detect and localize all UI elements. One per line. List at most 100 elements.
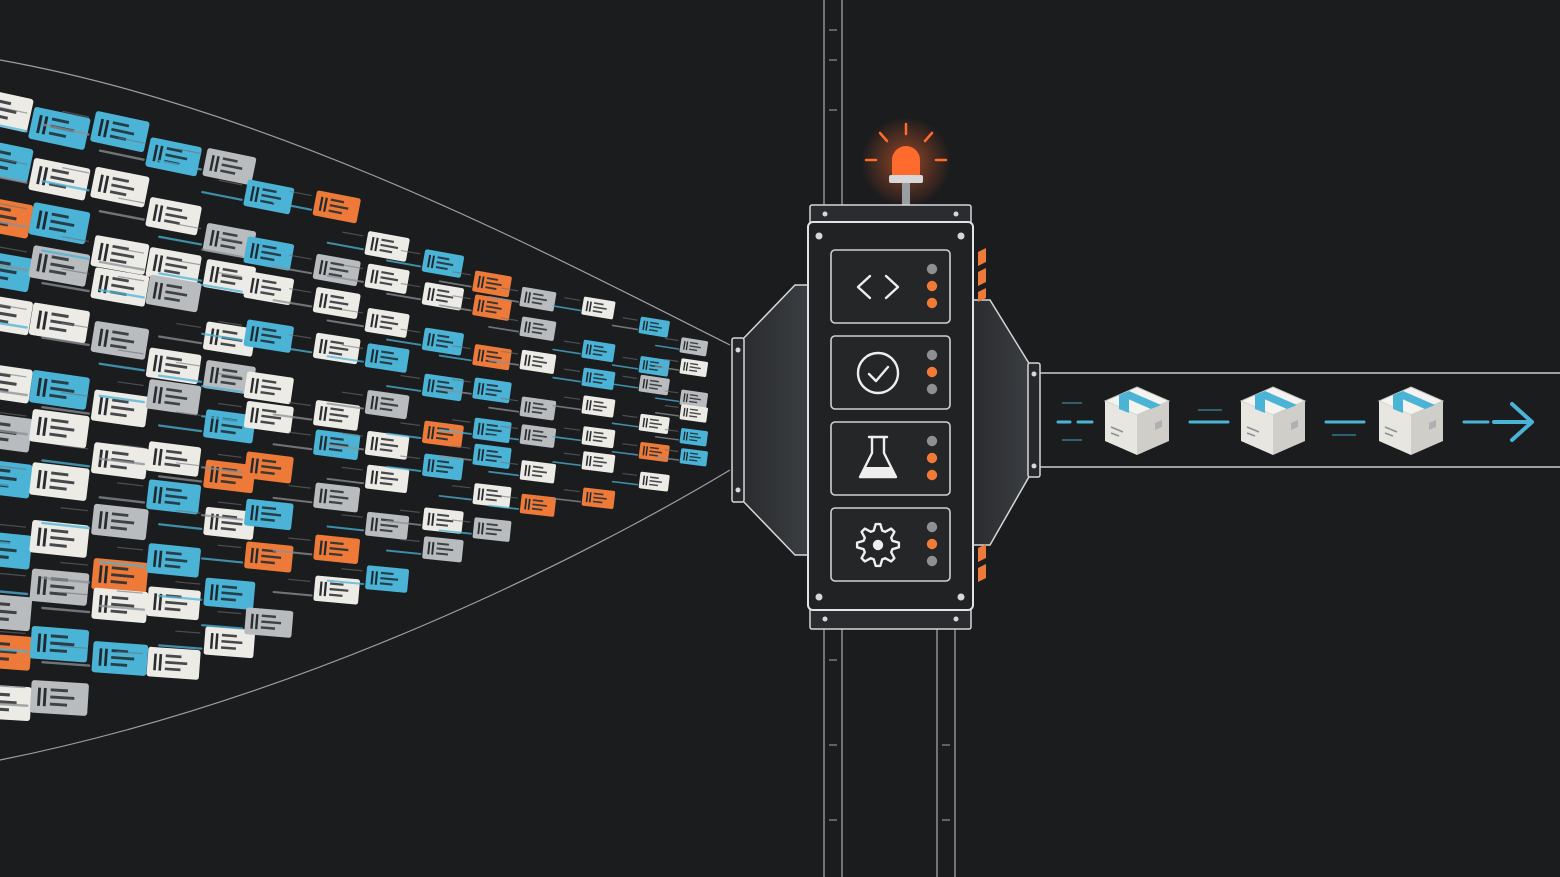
document-card-icon (201, 371, 294, 405)
document-card-icon (438, 517, 512, 542)
document-card-icon (488, 493, 556, 517)
document-card-icon (552, 296, 616, 320)
document-card-icon (201, 319, 294, 353)
document-card-icon (41, 503, 149, 541)
document-card-icon (488, 460, 557, 484)
document-card-icon (158, 223, 257, 260)
status-led (926, 538, 938, 550)
arrow-right-icon (1492, 402, 1534, 442)
document-card-icon (0, 409, 90, 449)
document-card-icon (654, 358, 709, 378)
document-card-icon (201, 541, 294, 573)
document-card-icon (0, 625, 90, 663)
document-card-icon (201, 179, 295, 215)
document-card-icon (488, 316, 557, 341)
document-card-icon (385, 507, 464, 534)
document-card-icon (0, 361, 33, 404)
document-card-icon (326, 343, 410, 373)
document-card-icon (272, 429, 361, 460)
status-led (926, 280, 938, 292)
document-card-icon (552, 339, 616, 363)
document-card-icon (488, 286, 557, 312)
document-card-icon (0, 683, 32, 722)
document-card-icon (488, 349, 557, 374)
document-card-icon (438, 294, 512, 321)
document-card-icon (272, 400, 361, 431)
document-card-icon (272, 482, 361, 513)
document-card-icon (41, 587, 149, 624)
status-led (926, 555, 938, 567)
document-card-icon (552, 451, 616, 473)
document-card-icon (0, 530, 33, 570)
check-circle-icon (856, 351, 900, 395)
status-led (926, 297, 938, 309)
document-card-icon (0, 462, 90, 501)
stage-panel (830, 421, 951, 496)
document-card-icon (98, 479, 202, 515)
left-intake-housing (731, 284, 809, 556)
alarm-beacon-icon (861, 117, 951, 207)
status-led (926, 435, 938, 447)
document-card-icon (0, 249, 34, 293)
document-card-icon (0, 519, 90, 558)
document-card-icon (41, 110, 150, 153)
document-card-icon (438, 483, 512, 508)
document-card-icon (41, 166, 150, 208)
gear-icon (855, 522, 901, 568)
document-card-icon (611, 413, 670, 434)
document-card-icon (272, 190, 361, 224)
document-card-icon (201, 607, 294, 638)
document-card-icon (41, 558, 149, 594)
document-card-icon (0, 680, 89, 716)
document-card-icon (438, 344, 512, 371)
stage-panel (830, 335, 951, 410)
document-card-icon (0, 202, 91, 245)
stage-panel (830, 507, 951, 582)
document-card-icon (158, 577, 256, 610)
document-card-icon (41, 321, 150, 360)
document-card-icon (326, 390, 410, 420)
document-card-icon (611, 374, 670, 396)
output-packages (1103, 386, 1445, 455)
code-brackets-icon (856, 274, 900, 300)
document-card-icon (0, 158, 91, 201)
document-card-icon (201, 271, 295, 306)
processing-machine (807, 204, 986, 630)
document-card-icon (200, 451, 294, 484)
document-card-icon (654, 404, 709, 423)
document-card-icon (385, 327, 464, 356)
document-card-icon (98, 274, 202, 313)
funnel-guides (0, 59, 731, 761)
document-card-icon (326, 464, 410, 494)
document-card-icon (385, 373, 464, 402)
document-card-icon (654, 448, 708, 467)
document-card-icon (385, 453, 464, 481)
status-led (926, 263, 938, 275)
document-card-icon (158, 148, 257, 185)
status-led (926, 452, 938, 464)
package-box-icon (1377, 386, 1445, 455)
document-card-icon (201, 401, 294, 434)
document-card-icon (0, 292, 33, 336)
document-card-icon (0, 411, 33, 453)
document-card-icon (98, 646, 201, 680)
document-card-icon (552, 395, 616, 418)
document-card-icon (98, 379, 202, 416)
document-card-icon (41, 389, 149, 428)
document-card-icon (98, 247, 202, 285)
document-card-icon (0, 370, 90, 410)
input-stream (0, 87, 709, 722)
document-card-icon (272, 575, 360, 605)
document-card-icon (41, 235, 150, 275)
status-led (926, 366, 938, 378)
document-card-icon (158, 626, 256, 659)
document-card-icon (326, 308, 410, 338)
status-led (926, 469, 938, 481)
document-card-icon (0, 87, 34, 133)
document-card-icon (611, 316, 670, 338)
document-card-icon (438, 377, 512, 404)
document-card-icon (654, 389, 709, 409)
document-card-icon (611, 356, 670, 377)
